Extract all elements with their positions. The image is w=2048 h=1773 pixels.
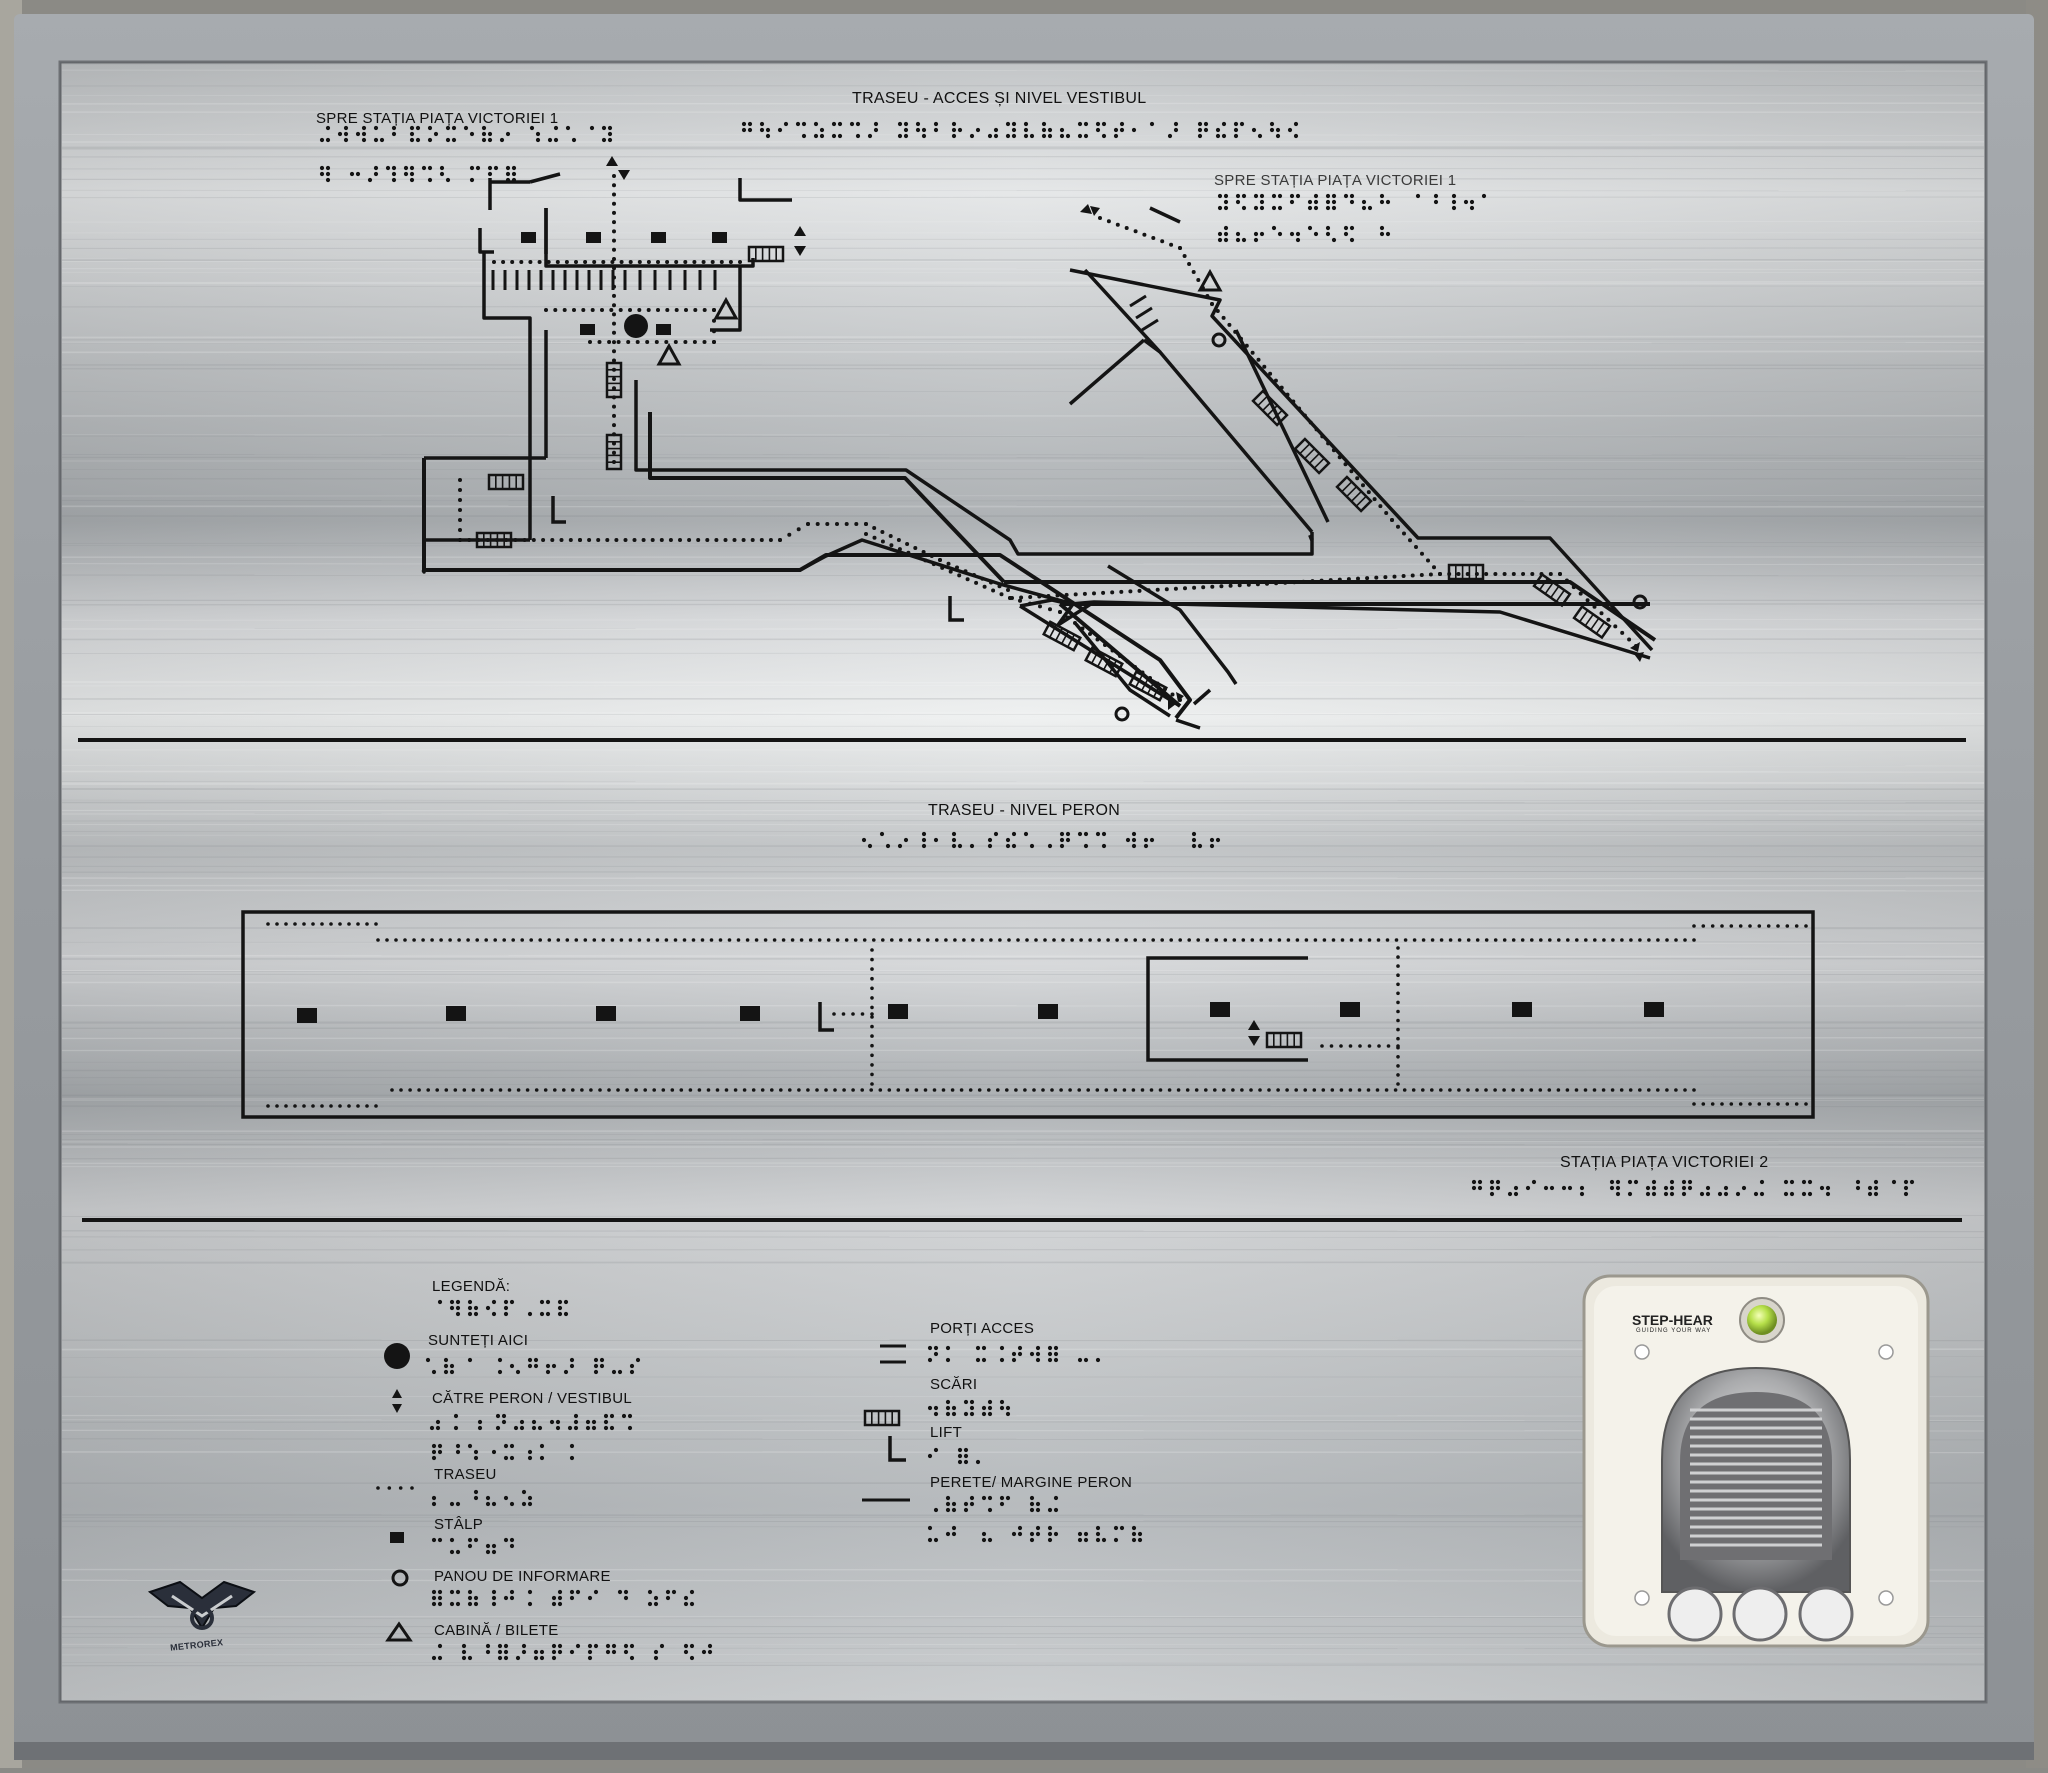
label-to-station-left: SPRE STAȚIA PIAȚA VICTORIEI 1 (316, 110, 558, 127)
legend-title: LEGENDĂ: (432, 1278, 510, 1295)
top-section-title: TRASEU - ACCES ȘI NIVEL VESTIBUL (852, 90, 1146, 108)
legend-item-stairs: SCĂRI (930, 1376, 977, 1393)
device-button-left[interactable] (1669, 1588, 1721, 1640)
legend-item-pillar: STÂLP (434, 1516, 483, 1533)
station-label: STAȚIA PIAȚA VICTORIEI 2 (1560, 1154, 1768, 1172)
legend-item-you-are-here: SUNTEȚI AICI (428, 1332, 528, 1349)
legend-item-ticket: CABINĂ / BILETE (434, 1622, 559, 1639)
legend-item-wall: PERETE/ MARGINE PERON (930, 1474, 1132, 1491)
legend-item-to-platform: CĂTRE PERON / VESTIBUL (432, 1390, 632, 1407)
label-to-station-right: SPRE STAȚIA PIAȚA VICTORIEI 1 (1214, 172, 1456, 189)
device-tagline: GUIDING YOUR WAY (1636, 1328, 1711, 1334)
legend-pillar-icon (390, 1532, 404, 1543)
platform-section-title: TRASEU - NIVEL PERON (928, 802, 1120, 820)
you-are-here-icon (624, 314, 648, 338)
legend-item-lift: LIFT (930, 1424, 962, 1441)
legend-item-route: TRASEU (434, 1466, 497, 1483)
status-led (1747, 1305, 1777, 1335)
device-button-center[interactable] (1734, 1588, 1786, 1640)
legend-item-info-panel: PANOU DE INFORMARE (434, 1568, 611, 1585)
device-button-right[interactable] (1800, 1588, 1852, 1640)
legend-you-are-here-icon (384, 1343, 410, 1369)
device-brand: STEP-HEAR (1632, 1312, 1713, 1328)
legend-item-access-gates: PORȚI ACCES (930, 1320, 1034, 1337)
